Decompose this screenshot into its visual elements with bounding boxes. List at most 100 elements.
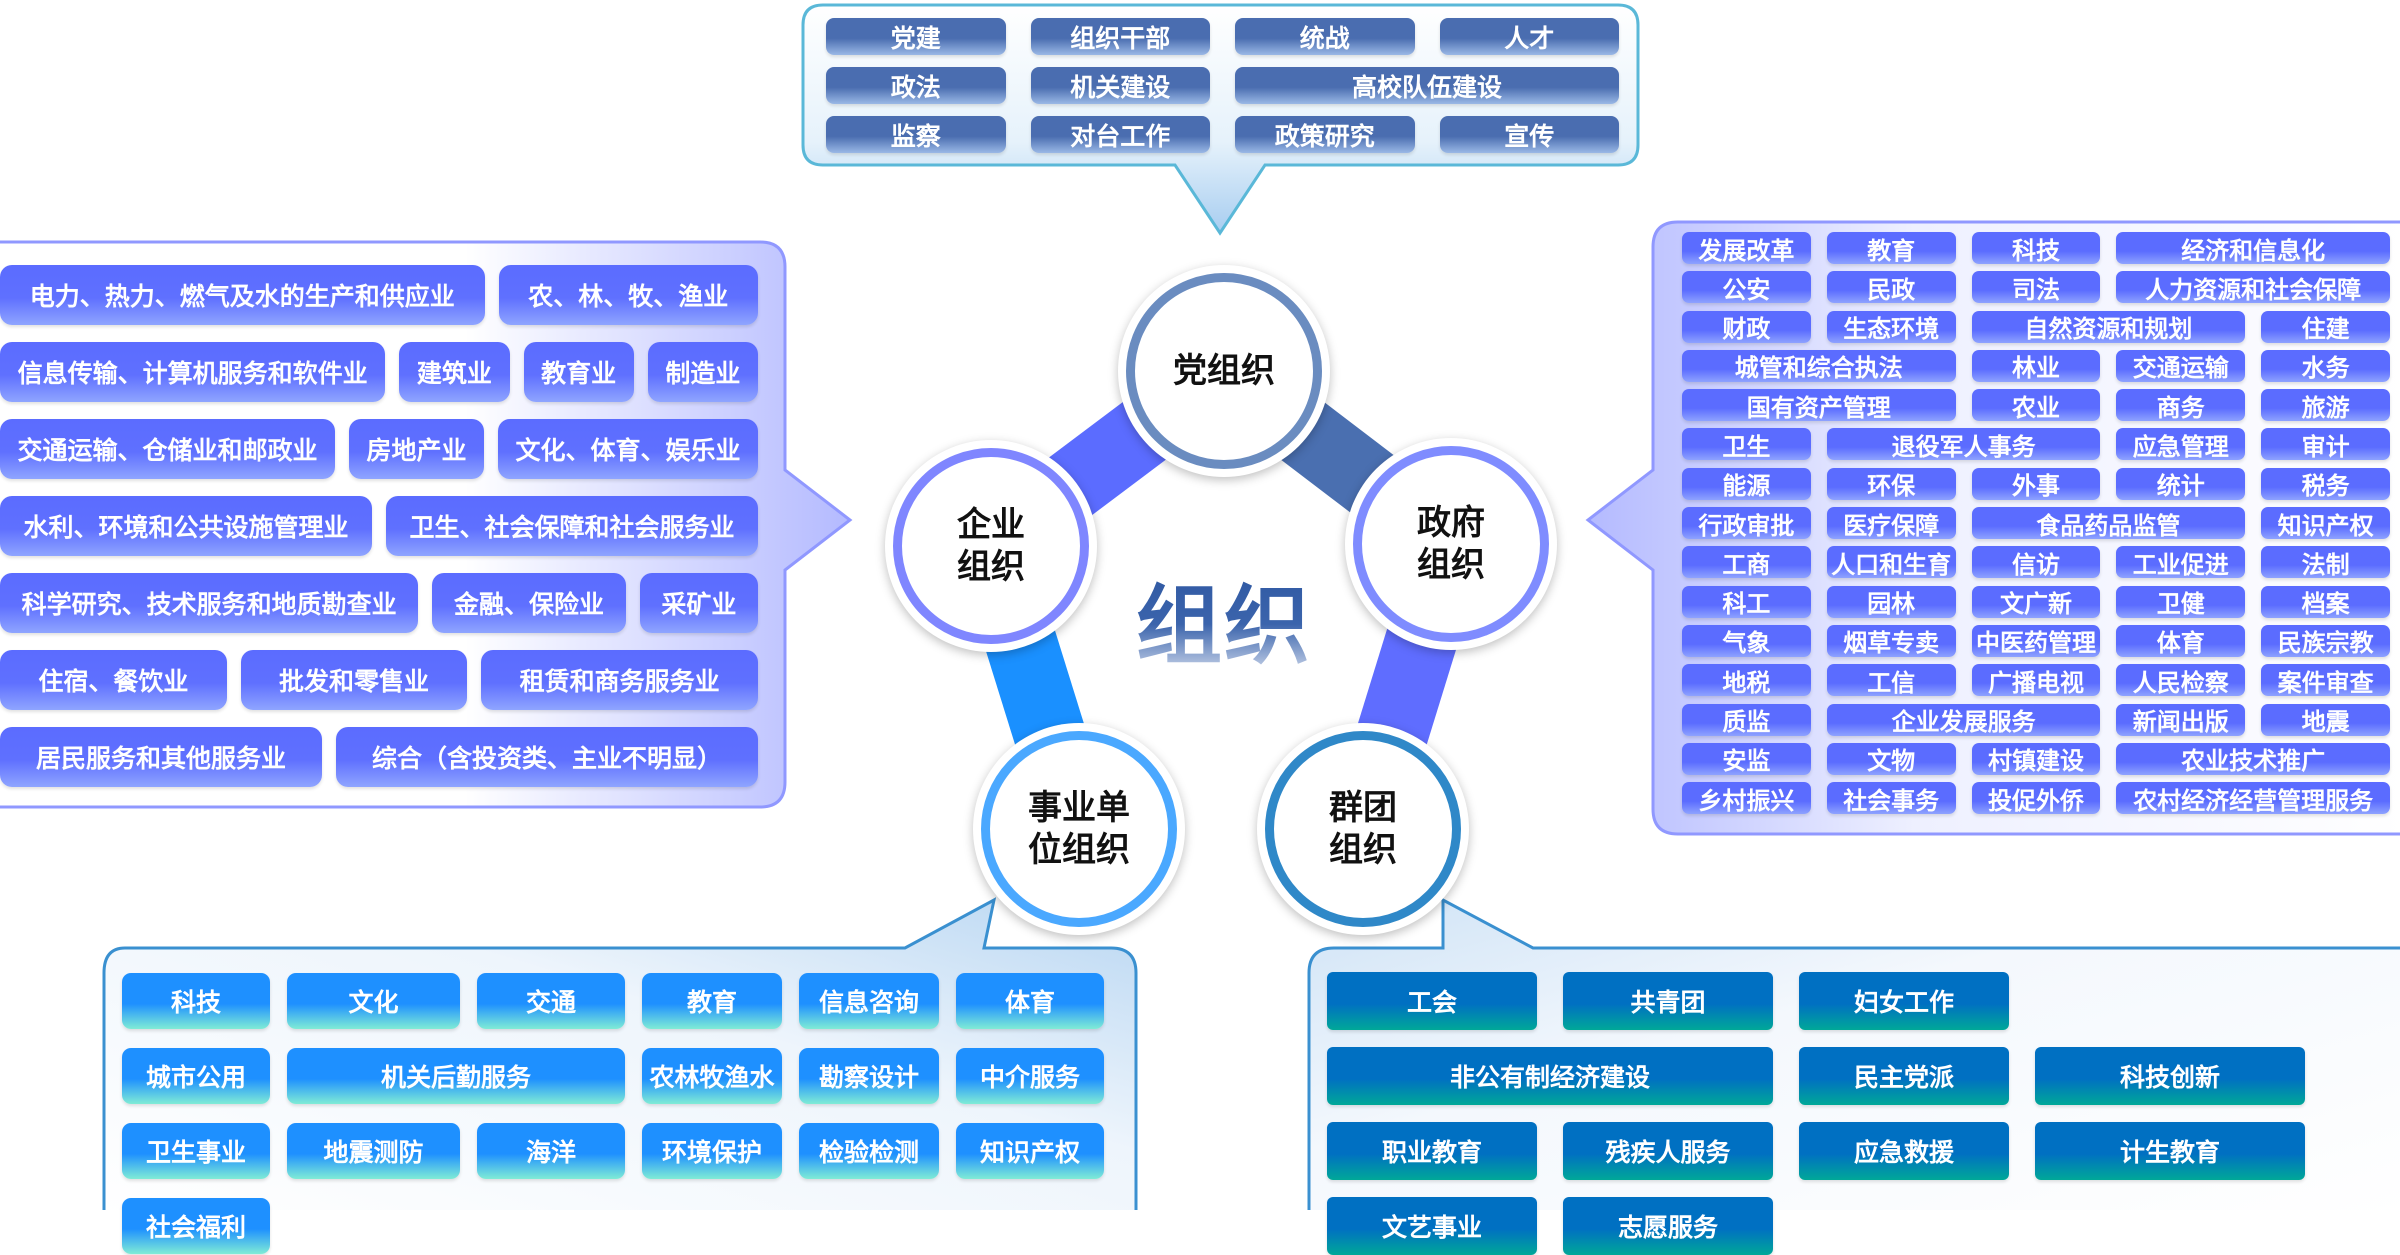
category-button[interactable]: 经济和信息化	[2116, 232, 2390, 264]
category-button[interactable]: 科学研究、技术服务和地质勘查业	[0, 573, 419, 633]
category-button[interactable]: 工会	[1327, 972, 1537, 1030]
category-button[interactable]: 城市公用	[122, 1048, 270, 1104]
category-button[interactable]: 人力资源和社会保障	[2116, 271, 2390, 304]
category-button[interactable]: 新闻出版	[2116, 703, 2246, 736]
category-button[interactable]: 体育	[956, 973, 1104, 1029]
category-button[interactable]: 教育	[1826, 232, 1956, 264]
category-button[interactable]: 外事	[1971, 467, 2101, 500]
category-button[interactable]: 行政审批	[1682, 507, 1811, 540]
node-party-organization[interactable]: 党组织	[1118, 265, 1330, 477]
category-button[interactable]: 退役军人事务	[1826, 428, 2101, 461]
category-button[interactable]: 卫生	[1682, 428, 1811, 461]
category-button[interactable]: 职业教育	[1327, 1122, 1537, 1180]
category-button[interactable]: 监察	[826, 116, 1006, 153]
category-button[interactable]: 旅游	[2261, 389, 2390, 422]
category-button[interactable]: 人民检察	[2116, 664, 2246, 697]
category-button[interactable]: 交通运输、仓储业和邮政业	[0, 419, 335, 479]
category-button[interactable]: 审计	[2261, 428, 2390, 461]
category-button[interactable]: 城管和综合执法	[1682, 349, 1956, 382]
category-button[interactable]: 地震	[2261, 703, 2390, 736]
category-button[interactable]: 文化、体育、娱乐业	[498, 419, 758, 479]
category-button[interactable]: 企业发展服务	[1826, 703, 2101, 736]
category-button[interactable]: 电力、热力、燃气及水的生产和供应业	[0, 265, 485, 325]
category-button[interactable]: 农业	[1971, 389, 2101, 422]
category-button[interactable]: 政策研究	[1235, 116, 1415, 153]
category-button[interactable]: 房地产业	[349, 419, 484, 479]
category-button[interactable]: 党建	[826, 18, 1006, 55]
category-button[interactable]: 共青团	[1563, 972, 1773, 1030]
category-button[interactable]: 卫健	[2116, 585, 2246, 618]
node-government-organization[interactable]: 政府 组织	[1345, 438, 1557, 650]
category-button[interactable]: 非公有制经济建设	[1327, 1047, 1773, 1105]
category-button[interactable]: 勘察设计	[799, 1048, 939, 1104]
category-button[interactable]: 档案	[2261, 585, 2390, 618]
category-button[interactable]: 检验检测	[799, 1123, 939, 1179]
category-button[interactable]: 社会福利	[122, 1198, 270, 1254]
category-button[interactable]: 人才	[1439, 18, 1619, 55]
category-button[interactable]: 林业	[1971, 349, 2101, 382]
category-button[interactable]: 组织干部	[1030, 18, 1210, 55]
category-button[interactable]: 广播电视	[1971, 664, 2101, 697]
category-button[interactable]: 中介服务	[956, 1048, 1104, 1104]
category-button[interactable]: 文广新	[1971, 585, 2101, 618]
category-button[interactable]: 能源	[1682, 467, 1811, 500]
category-button[interactable]: 工商	[1682, 546, 1811, 579]
category-button[interactable]: 租赁和商务服务业	[481, 650, 759, 710]
category-button[interactable]: 农村经济经营管理服务	[2116, 782, 2390, 815]
category-button[interactable]: 自然资源和规划	[1971, 310, 2246, 343]
category-button[interactable]: 民主党派	[1799, 1047, 2009, 1105]
category-button[interactable]: 乡村振兴	[1682, 782, 1811, 815]
category-button[interactable]: 残疾人服务	[1563, 1122, 1773, 1180]
category-button[interactable]: 社会事务	[1826, 782, 1956, 815]
category-button[interactable]: 科技创新	[2035, 1047, 2305, 1105]
category-button[interactable]: 工信	[1826, 664, 1956, 697]
category-button[interactable]: 批发和零售业	[240, 650, 468, 710]
category-button[interactable]: 农业技术推广	[2116, 742, 2390, 775]
category-button[interactable]: 政法	[826, 67, 1006, 104]
category-button[interactable]: 食品药品监管	[1971, 507, 2246, 540]
category-button[interactable]: 农林牧渔水	[642, 1048, 782, 1104]
category-button[interactable]: 案件审查	[2261, 664, 2390, 697]
category-button[interactable]: 高校队伍建设	[1235, 67, 1619, 104]
category-button[interactable]: 烟草专卖	[1826, 624, 1956, 657]
category-button[interactable]: 对台工作	[1030, 116, 1210, 153]
category-button[interactable]: 水利、环境和公共设施管理业	[0, 496, 372, 556]
category-button[interactable]: 知识产权	[2261, 507, 2390, 540]
category-button[interactable]: 教育	[642, 973, 782, 1029]
category-button[interactable]: 体育	[2116, 624, 2246, 657]
category-button[interactable]: 投促外侨	[1971, 782, 2101, 815]
category-button[interactable]: 志愿服务	[1563, 1197, 1773, 1255]
category-button[interactable]: 信息传输、计算机服务和软件业	[0, 342, 386, 402]
category-button[interactable]: 工业促进	[2116, 546, 2246, 579]
category-button[interactable]: 宣传	[1439, 116, 1619, 153]
category-button[interactable]: 机关后勤服务	[287, 1048, 625, 1104]
category-button[interactable]: 民族宗教	[2261, 624, 2390, 657]
category-button[interactable]: 统战	[1235, 18, 1415, 55]
category-button[interactable]: 金融、保险业	[432, 573, 626, 633]
category-button[interactable]: 国有资产管理	[1682, 389, 1956, 422]
category-button[interactable]: 科工	[1682, 585, 1811, 618]
category-button[interactable]: 安监	[1682, 742, 1811, 775]
category-button[interactable]: 海洋	[477, 1123, 625, 1179]
category-button[interactable]: 司法	[1971, 271, 2101, 304]
category-button[interactable]: 采矿业	[639, 573, 758, 633]
category-button[interactable]: 水务	[2261, 349, 2390, 382]
category-button[interactable]: 中医药管理	[1971, 624, 2101, 657]
category-button[interactable]: 统计	[2116, 467, 2246, 500]
category-button[interactable]: 交通	[477, 973, 625, 1029]
category-button[interactable]: 医疗保障	[1826, 507, 1956, 540]
category-button[interactable]: 法制	[2261, 546, 2390, 579]
category-button[interactable]: 农、林、牧、渔业	[498, 265, 758, 325]
category-button[interactable]: 知识产权	[956, 1123, 1104, 1179]
category-button[interactable]: 人口和生育	[1826, 546, 1956, 579]
category-button[interactable]: 民政	[1826, 271, 1956, 304]
category-button[interactable]: 科技	[122, 973, 270, 1029]
category-button[interactable]: 教育业	[523, 342, 634, 402]
category-button[interactable]: 环保	[1826, 467, 1956, 500]
category-button[interactable]: 建筑业	[399, 342, 510, 402]
category-button[interactable]: 综合（含投资类、主业不明显）	[336, 727, 758, 787]
node-public-institution[interactable]: 事业单 位组织	[973, 723, 1185, 935]
category-button[interactable]: 税务	[2261, 467, 2390, 500]
category-button[interactable]: 文物	[1826, 742, 1956, 775]
category-button[interactable]: 文艺事业	[1327, 1197, 1537, 1255]
